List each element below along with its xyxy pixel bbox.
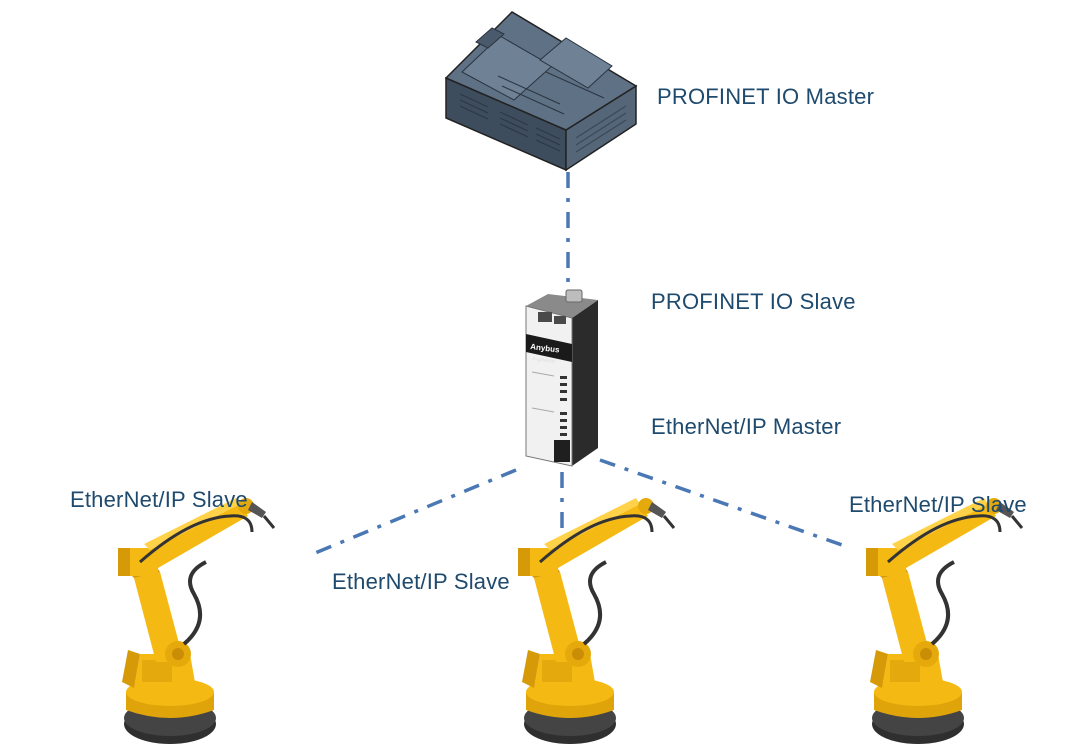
ethernetip-master-label: EtherNet/IP Master [651, 414, 842, 439]
robot-left-icon [116, 496, 276, 746]
profinet-master-label: PROFINET IO Master [657, 84, 875, 109]
ethernetip-slave-right-label: EtherNet/IP Slave [849, 492, 1027, 517]
profinet-slave-label: PROFINET IO Slave [651, 289, 856, 314]
gateway-brand: Anybus [530, 342, 561, 355]
ethernetip-slave-left-label: EtherNet/IP Slave [70, 487, 248, 512]
gateway-sub-brand: X-gateway [532, 356, 557, 365]
robot-right-icon [864, 496, 1024, 746]
link-gateway-to-slave-left [307, 468, 517, 558]
plc-device-icon [444, 11, 638, 172]
link-gateway-to-slave-right [599, 458, 843, 547]
ethernetip-slave-center-label: EtherNet/IP Slave [332, 569, 510, 594]
robot-center-icon [516, 496, 676, 746]
gateway-device-icon: Anybus X-gateway [525, 289, 598, 467]
